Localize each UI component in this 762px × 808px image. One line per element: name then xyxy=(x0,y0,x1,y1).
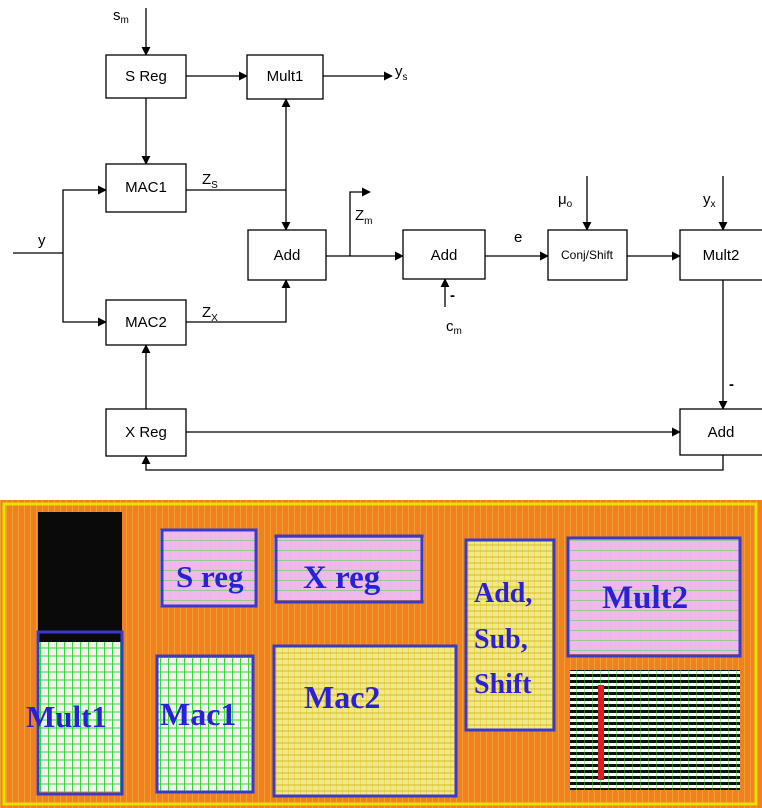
signal-label-zs: ZS xyxy=(202,171,218,191)
block-label: MAC1 xyxy=(125,179,167,196)
signal-label-ys: ys xyxy=(395,63,408,83)
block-mac2: MAC2 xyxy=(106,300,186,345)
signal-label-sm: sm xyxy=(113,7,129,26)
block-conj-shift: Conj/Shift xyxy=(548,230,627,280)
block-label: MAC2 xyxy=(125,314,167,331)
chip-label-add: Add, xyxy=(474,578,532,609)
chip-label-shift: Shift xyxy=(474,669,532,700)
chip-label-mult1: Mult1 xyxy=(26,699,107,734)
signal-label-zm: Zm xyxy=(355,207,373,227)
block-label: Mult2 xyxy=(703,247,740,264)
chip-label-sreg: S reg xyxy=(176,559,244,594)
block-label: Conj/Shift xyxy=(561,248,614,262)
block-label: X Reg xyxy=(125,424,167,441)
signal-label-e: e xyxy=(514,229,522,246)
block-add-1: Add xyxy=(248,230,326,280)
block-label: S Reg xyxy=(125,68,167,85)
signal-label-y: y xyxy=(38,232,46,249)
chip-label-xreg: X reg xyxy=(303,560,381,596)
block-mult2: Mult2 xyxy=(680,230,762,280)
misc-logic-fill xyxy=(570,670,740,790)
black-region xyxy=(38,512,122,642)
signal-label-zx: ZX xyxy=(202,304,218,324)
block-label: Add xyxy=(708,424,735,441)
block-label: Add xyxy=(431,247,458,264)
red-strip xyxy=(598,685,604,780)
block-label: Mult1 xyxy=(267,68,304,85)
mac2-fill xyxy=(274,645,456,795)
signal-label-cm: cm xyxy=(446,318,462,337)
block-add-3: Add xyxy=(680,409,762,455)
block-s-reg: S Reg xyxy=(106,55,186,98)
chip-label-sub: Sub, xyxy=(474,624,528,655)
block-diagram: S Reg Mult1 MAC1 MAC2 Add Add Conj/Shift… xyxy=(0,0,762,500)
chip-label-mac1: Mac1 xyxy=(160,696,236,732)
block-add-2: Add xyxy=(403,230,485,279)
block-mult1: Mult1 xyxy=(247,55,323,99)
signal-label-yx: yx xyxy=(703,191,716,210)
minus-sign-add: - xyxy=(729,376,734,393)
signal-label-mu: μo xyxy=(558,191,573,210)
block-label: Add xyxy=(274,247,301,264)
block-x-reg: X Reg xyxy=(106,409,186,456)
chip-label-mult2: Mult2 xyxy=(602,580,688,616)
minus-sign-cm: - xyxy=(450,287,455,304)
chip-layout: S reg X reg Add, Sub, Shift Mult2 Mult1 … xyxy=(0,500,762,808)
block-mac1: MAC1 xyxy=(106,164,186,212)
chip-label-mac2: Mac2 xyxy=(304,679,380,715)
